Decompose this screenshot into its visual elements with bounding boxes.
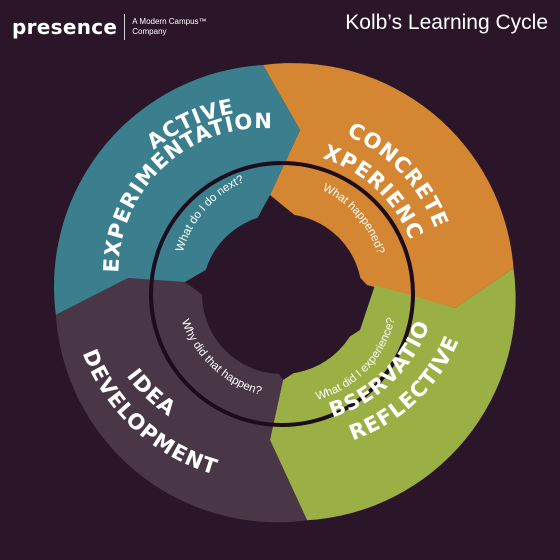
segment-active-experimentation [54, 65, 300, 315]
segment-reflective-observation [270, 268, 516, 521]
presence-logo: presence A Modern Campus™ Company [12, 14, 207, 40]
logo-tagline-line1: A Modern Campus™ [132, 17, 207, 26]
logo-tagline: A Modern Campus™ Company [132, 17, 206, 37]
segment-concrete-experience [263, 63, 514, 308]
page-title: Kolb’s Learning Cycle [345, 11, 548, 34]
inner-ring [149, 161, 415, 427]
logo-tagline-line2: Company [132, 27, 167, 36]
center-hole [202, 214, 362, 374]
logo-divider [124, 14, 126, 40]
logo-wordmark: presence [12, 15, 118, 39]
